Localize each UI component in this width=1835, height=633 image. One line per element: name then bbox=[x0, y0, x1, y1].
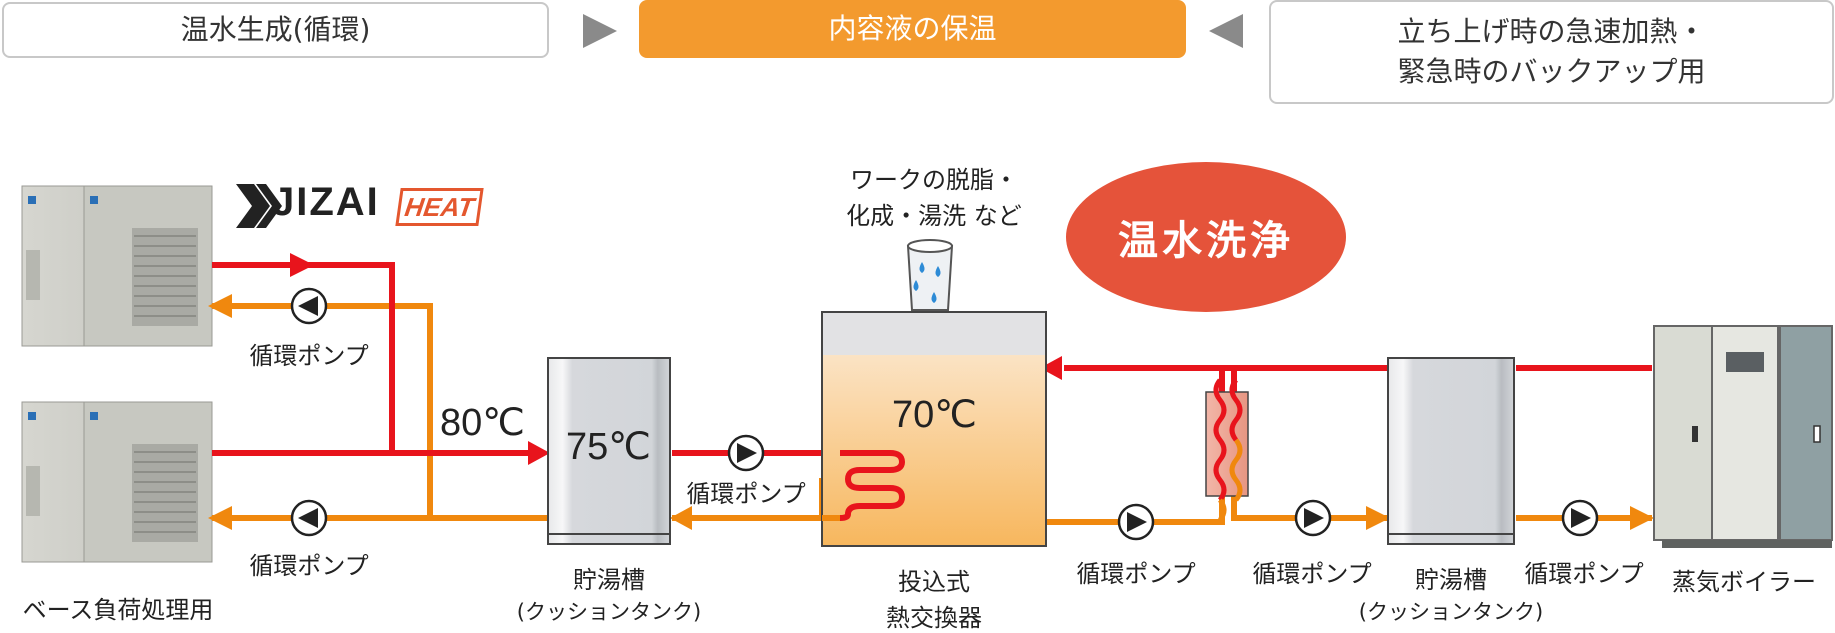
tank-right-label-2: (クッションタンク) bbox=[1358, 600, 1544, 624]
bath-temperature: 70℃ bbox=[892, 394, 977, 436]
heat-badge: HEAT bbox=[395, 188, 484, 226]
pump-label: 循環ポンプ bbox=[1252, 560, 1372, 588]
hx-label-1: 投込式 bbox=[898, 568, 970, 596]
heat-pump-unit-top bbox=[21, 185, 213, 347]
tank-right-label-1: 貯湯槽 bbox=[1415, 566, 1487, 594]
pump-icon bbox=[1561, 499, 1599, 537]
immersion-heat-exchanger bbox=[821, 311, 1047, 547]
tank-left-label-2: (クッションタンク) bbox=[516, 600, 702, 624]
header-box-hot-water-generation: 温水生成(循環) bbox=[2, 2, 549, 58]
header-box-label-line1: 立ち上げ時の急速加熱・ bbox=[1397, 15, 1706, 48]
header-box-keep-warm: 内容液の保温 bbox=[639, 0, 1186, 58]
work-cup bbox=[906, 239, 954, 311]
header-box-label: 温水生成(循環) bbox=[180, 13, 371, 46]
header-box-backup: 立ち上げ時の急速加熱・ 緊急時のバックアップ用 bbox=[1269, 0, 1834, 104]
water-drop-icon bbox=[913, 262, 941, 303]
boiler-label: 蒸気ボイラー bbox=[1672, 568, 1816, 596]
arrow-left-icon bbox=[1209, 14, 1243, 48]
base-load-label: ベース負荷処理用 bbox=[22, 596, 214, 624]
pump-icon bbox=[290, 287, 328, 325]
pump-icon bbox=[1117, 503, 1155, 541]
hot-piping bbox=[212, 262, 1652, 456]
jizai-logo-text: JIZAI bbox=[272, 180, 380, 224]
header-box-label-line2: 緊急時のバックアップ用 bbox=[1397, 55, 1706, 88]
heat-exchanger-icon bbox=[1205, 378, 1249, 522]
pump-icon bbox=[727, 434, 765, 472]
heat-pump-unit-bottom bbox=[21, 401, 213, 563]
tank-temperature: 75℃ bbox=[566, 426, 651, 468]
pump-icon bbox=[1294, 499, 1332, 537]
storage-tank-left bbox=[547, 357, 671, 545]
pump-label: 循環ポンプ bbox=[249, 552, 369, 580]
tank-left-label-1: 貯湯槽 bbox=[573, 566, 645, 594]
pump-label: 循環ポンプ bbox=[1524, 560, 1644, 588]
pump-icon bbox=[290, 499, 328, 537]
oval-label: 温水洗浄 bbox=[1118, 218, 1294, 264]
pump-label: 循環ポンプ bbox=[1076, 560, 1196, 588]
flow-arrows bbox=[208, 253, 1654, 530]
work-label-2: 化成・湯洗 など bbox=[846, 202, 1022, 230]
steam-boiler bbox=[1653, 325, 1833, 548]
jizai-logo-mark bbox=[236, 184, 282, 228]
pump-label: 循環ポンプ bbox=[686, 480, 806, 508]
work-label-1: ワークの脱脂・ bbox=[850, 166, 1018, 194]
storage-tank-right bbox=[1387, 357, 1515, 545]
arrow-right-icon bbox=[583, 14, 617, 48]
hx-label-2: 熱交換器 bbox=[886, 604, 982, 632]
header-box-label: 内容液の保温 bbox=[828, 12, 997, 45]
supply-temperature: 80℃ bbox=[440, 402, 525, 444]
hot-water-washing-oval: 温水洗浄 bbox=[1066, 162, 1346, 312]
pump-label: 循環ポンプ bbox=[249, 342, 369, 370]
